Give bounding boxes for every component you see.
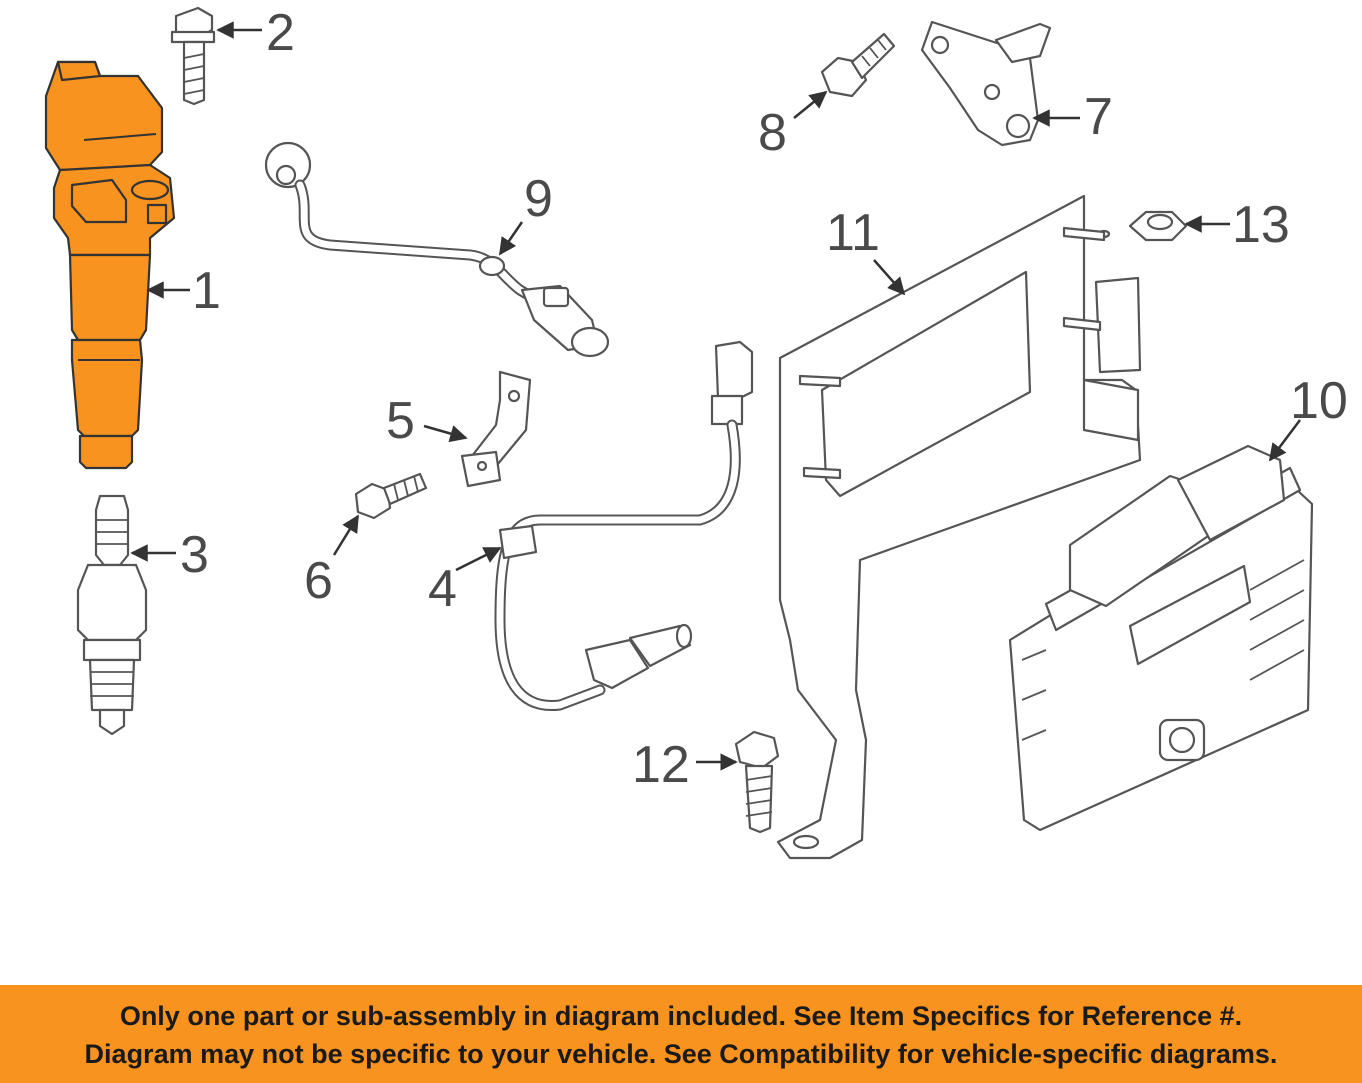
callout-line-5 [423,424,468,443]
callout-label-12: 12 [632,736,690,794]
callout-line-8 [793,90,828,119]
sensor-part-7 [920,20,1052,147]
nut-part-13 [1128,210,1188,242]
callout-label-6: 6 [304,552,333,610]
callout-label-3: 3 [180,526,209,584]
callout-labels: 1 2 3 4 5 6 7 8 9 10 11 12 13 [180,4,1348,794]
disclaimer-line-2: Diagram may not be specific to your vehi… [84,1039,1278,1069]
callout-lines [130,21,1301,771]
bracket-part-5 [460,370,532,488]
bolt-part-2 [170,6,216,106]
callout-label-13: 13 [1232,196,1290,254]
callout-line-9 [498,221,524,256]
callout-label-11: 11 [826,204,880,262]
control-module-part [1008,444,1314,832]
callout-line-4 [455,546,502,572]
callout-line-10 [1268,419,1301,462]
disclaimer-line-1: Only one part or sub-assembly in diagram… [119,1001,1243,1031]
callout-line-11 [873,259,906,296]
callout-label-5: 5 [386,392,415,450]
callout-label-1: 1 [192,262,221,320]
callout-label-8: 8 [758,104,787,162]
bolt-part-12 [734,730,780,834]
parts-diagram: 1 2 3 4 5 6 7 8 9 10 11 12 13 [44,4,1348,860]
callout-label-4: 4 [428,560,457,618]
module-bracket-part [776,194,1142,860]
ignition-coil-part [44,60,176,470]
callout-label-9: 9 [524,170,553,228]
bolt-part-6 [354,472,428,520]
sensor-harness-part [494,340,754,712]
spark-plug-part [76,494,148,736]
callout-label-10: 10 [1290,372,1348,430]
callout-line-6 [332,514,360,556]
disclaimer-banner: Only one part or sub-assembly in diagram… [0,985,1362,1083]
bolt-part-8 [820,32,896,98]
knock-sensor-part [264,141,610,358]
callout-label-7: 7 [1084,88,1113,146]
callout-label-2: 2 [266,4,295,62]
